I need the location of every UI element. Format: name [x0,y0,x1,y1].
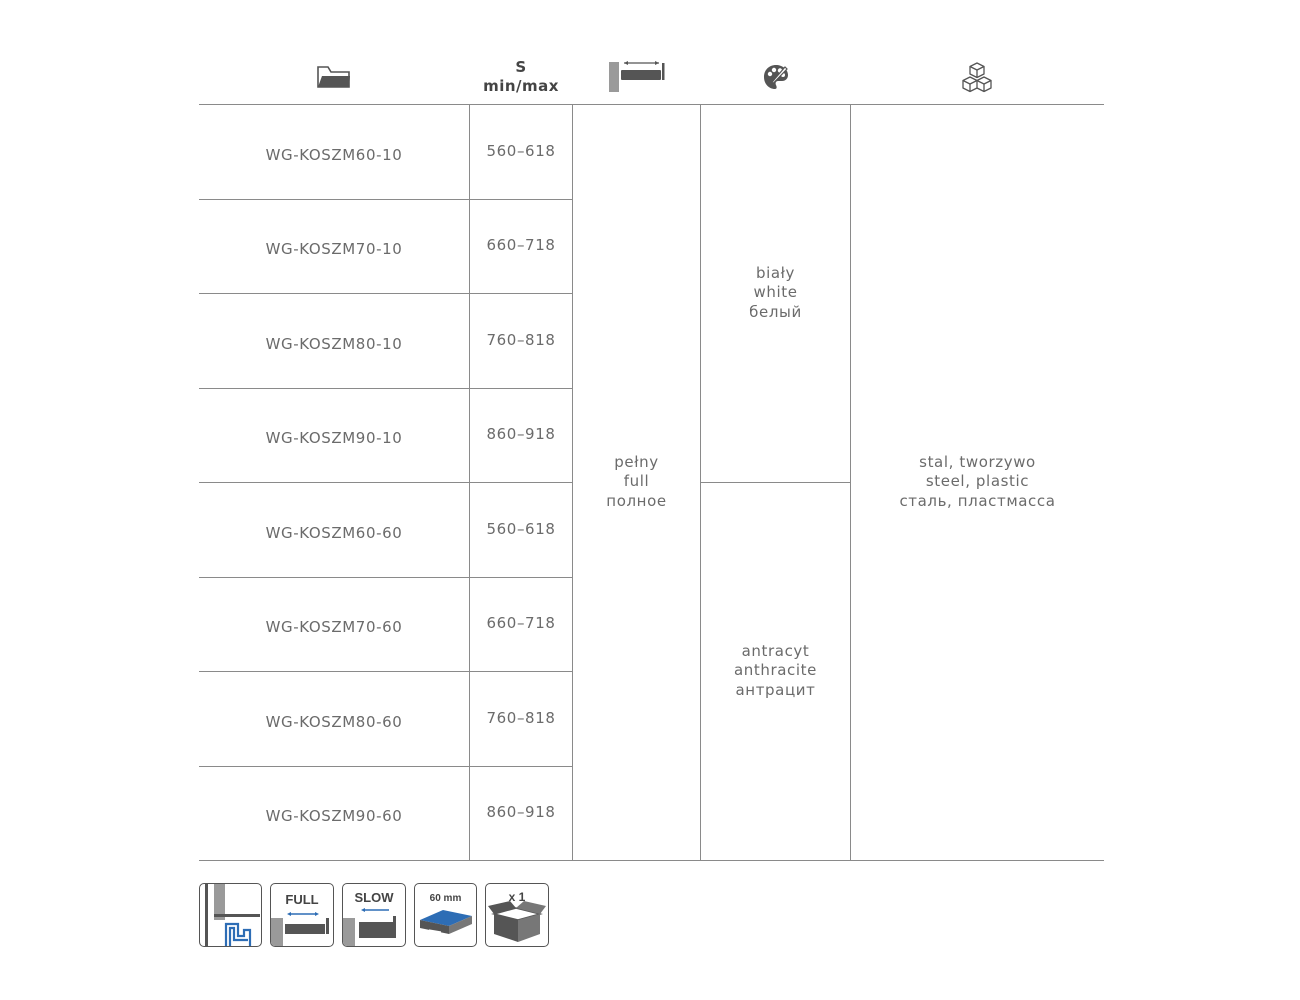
depth-badge: 60 mm [414,883,477,947]
row-divider [199,766,572,767]
color-white-pl: biały [755,263,796,282]
color-white-cell: biały white белый [701,104,850,482]
size-cell: 760–818 [486,708,556,727]
color-palette-icon [764,65,788,89]
quantity-box-badge: x 1 [485,883,549,947]
row-divider [199,671,572,672]
color-white-en: white [753,283,798,302]
box-icon [488,901,546,942]
row-divider [199,388,572,389]
size-cell: 560–618 [486,519,556,538]
full-extension-icon [271,912,329,946]
row-divider [199,199,572,200]
size-cell: 560–618 [486,141,556,160]
size-cell: 660–718 [486,614,556,633]
material-cubes-icon [962,62,992,93]
material-ru: сталь, пластмасса [899,491,1056,510]
full-label: FULL [285,892,319,907]
color-anthracite-en: anthracite [734,661,817,680]
extension-en: full [623,472,650,491]
color-anthracite-ru: антрацит [735,680,816,699]
soft-close-badge: SLOW [342,883,406,947]
size-column-header: S min/max [470,58,572,96]
product-code-cell: WG-KOSZM70-10 [265,240,403,259]
color-divider [700,482,851,483]
product-code-cell: WG-KOSZM60-10 [265,146,403,165]
siphon-cabinet-badge [199,883,262,947]
product-code-cell: WG-KOSZM80-60 [265,713,403,732]
folder-icon [317,66,350,88]
material-cell: stal, tworzywo steel, plastic сталь, пла… [851,104,1104,860]
extension-ru: полное [606,491,667,510]
table-header: S min/max [0,0,1300,105]
color-anthracite-pl: antracyt [741,641,810,660]
size-cell: 860–918 [486,425,556,444]
material-pl: stal, tworzywo [919,452,1036,471]
size-header-line1: S [515,58,527,76]
size-cell: 860–918 [486,803,556,822]
full-extension-badge: FULL [270,883,334,947]
size-header-line2: min/max [483,77,559,95]
table-bottom-border [199,860,1104,861]
material-en: steel, plastic [925,472,1030,491]
product-code-cell: WG-KOSZM80-10 [265,335,403,354]
product-code-cell: WG-KOSZM90-60 [265,807,403,826]
column-divider [850,104,851,860]
quantity-label: x 1 [508,890,526,904]
column-divider [700,104,701,860]
product-code-cell: WG-KOSZM60-60 [265,524,403,543]
row-divider [199,293,572,294]
table-top-border [199,104,1104,105]
color-anthracite-cell: antracyt anthracite антрацит [701,482,850,860]
size-cell: 660–718 [486,236,556,255]
column-divider [572,104,573,860]
drawer-extension-icon [609,61,665,92]
size-cell: 760–818 [486,330,556,349]
extension-pl: pełny [614,452,659,471]
product-code-cell: WG-KOSZM90-10 [265,429,403,448]
depth-drawer-icon [420,910,472,934]
row-divider [199,577,572,578]
row-divider [199,482,572,483]
product-code-cell: WG-KOSZM70-60 [265,618,403,637]
slow-label: SLOW [354,890,394,905]
color-white-ru: белый [749,302,802,321]
siphon-cabinet-icon [205,884,260,946]
soft-close-icon [343,908,396,946]
column-divider [469,104,470,860]
depth-label: 60 mm [429,893,462,904]
extension-cell: pełny full полное [573,104,700,860]
